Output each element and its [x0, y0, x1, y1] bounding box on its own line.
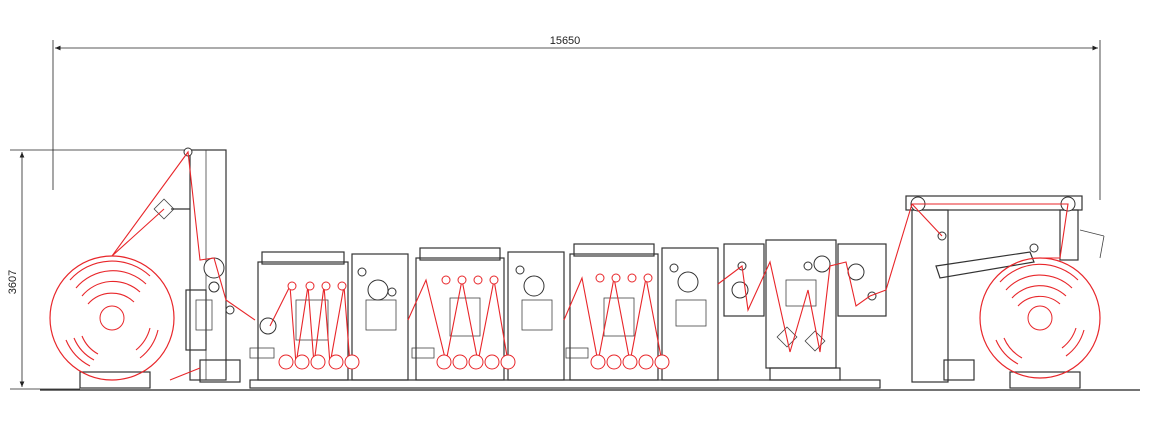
web-path-unwind — [111, 150, 256, 381]
length-dimension: 15650 — [52, 35, 1101, 200]
print-unit-2 — [407, 247, 565, 381]
unwind-reel — [49, 255, 175, 381]
height-label: 3607 — [7, 270, 19, 294]
unwind-stand — [79, 147, 241, 389]
height-dimension: 3607 — [7, 149, 190, 390]
unit-base-rail — [249, 379, 881, 389]
rewind-reel — [979, 257, 1101, 379]
web-path-rewind — [885, 203, 1069, 291]
rewind-stand — [905, 195, 1105, 389]
finishing-unit — [717, 239, 887, 381]
print-unit-3 — [563, 243, 719, 381]
length-label: 15650 — [550, 35, 581, 47]
print-unit-1 — [249, 251, 409, 381]
